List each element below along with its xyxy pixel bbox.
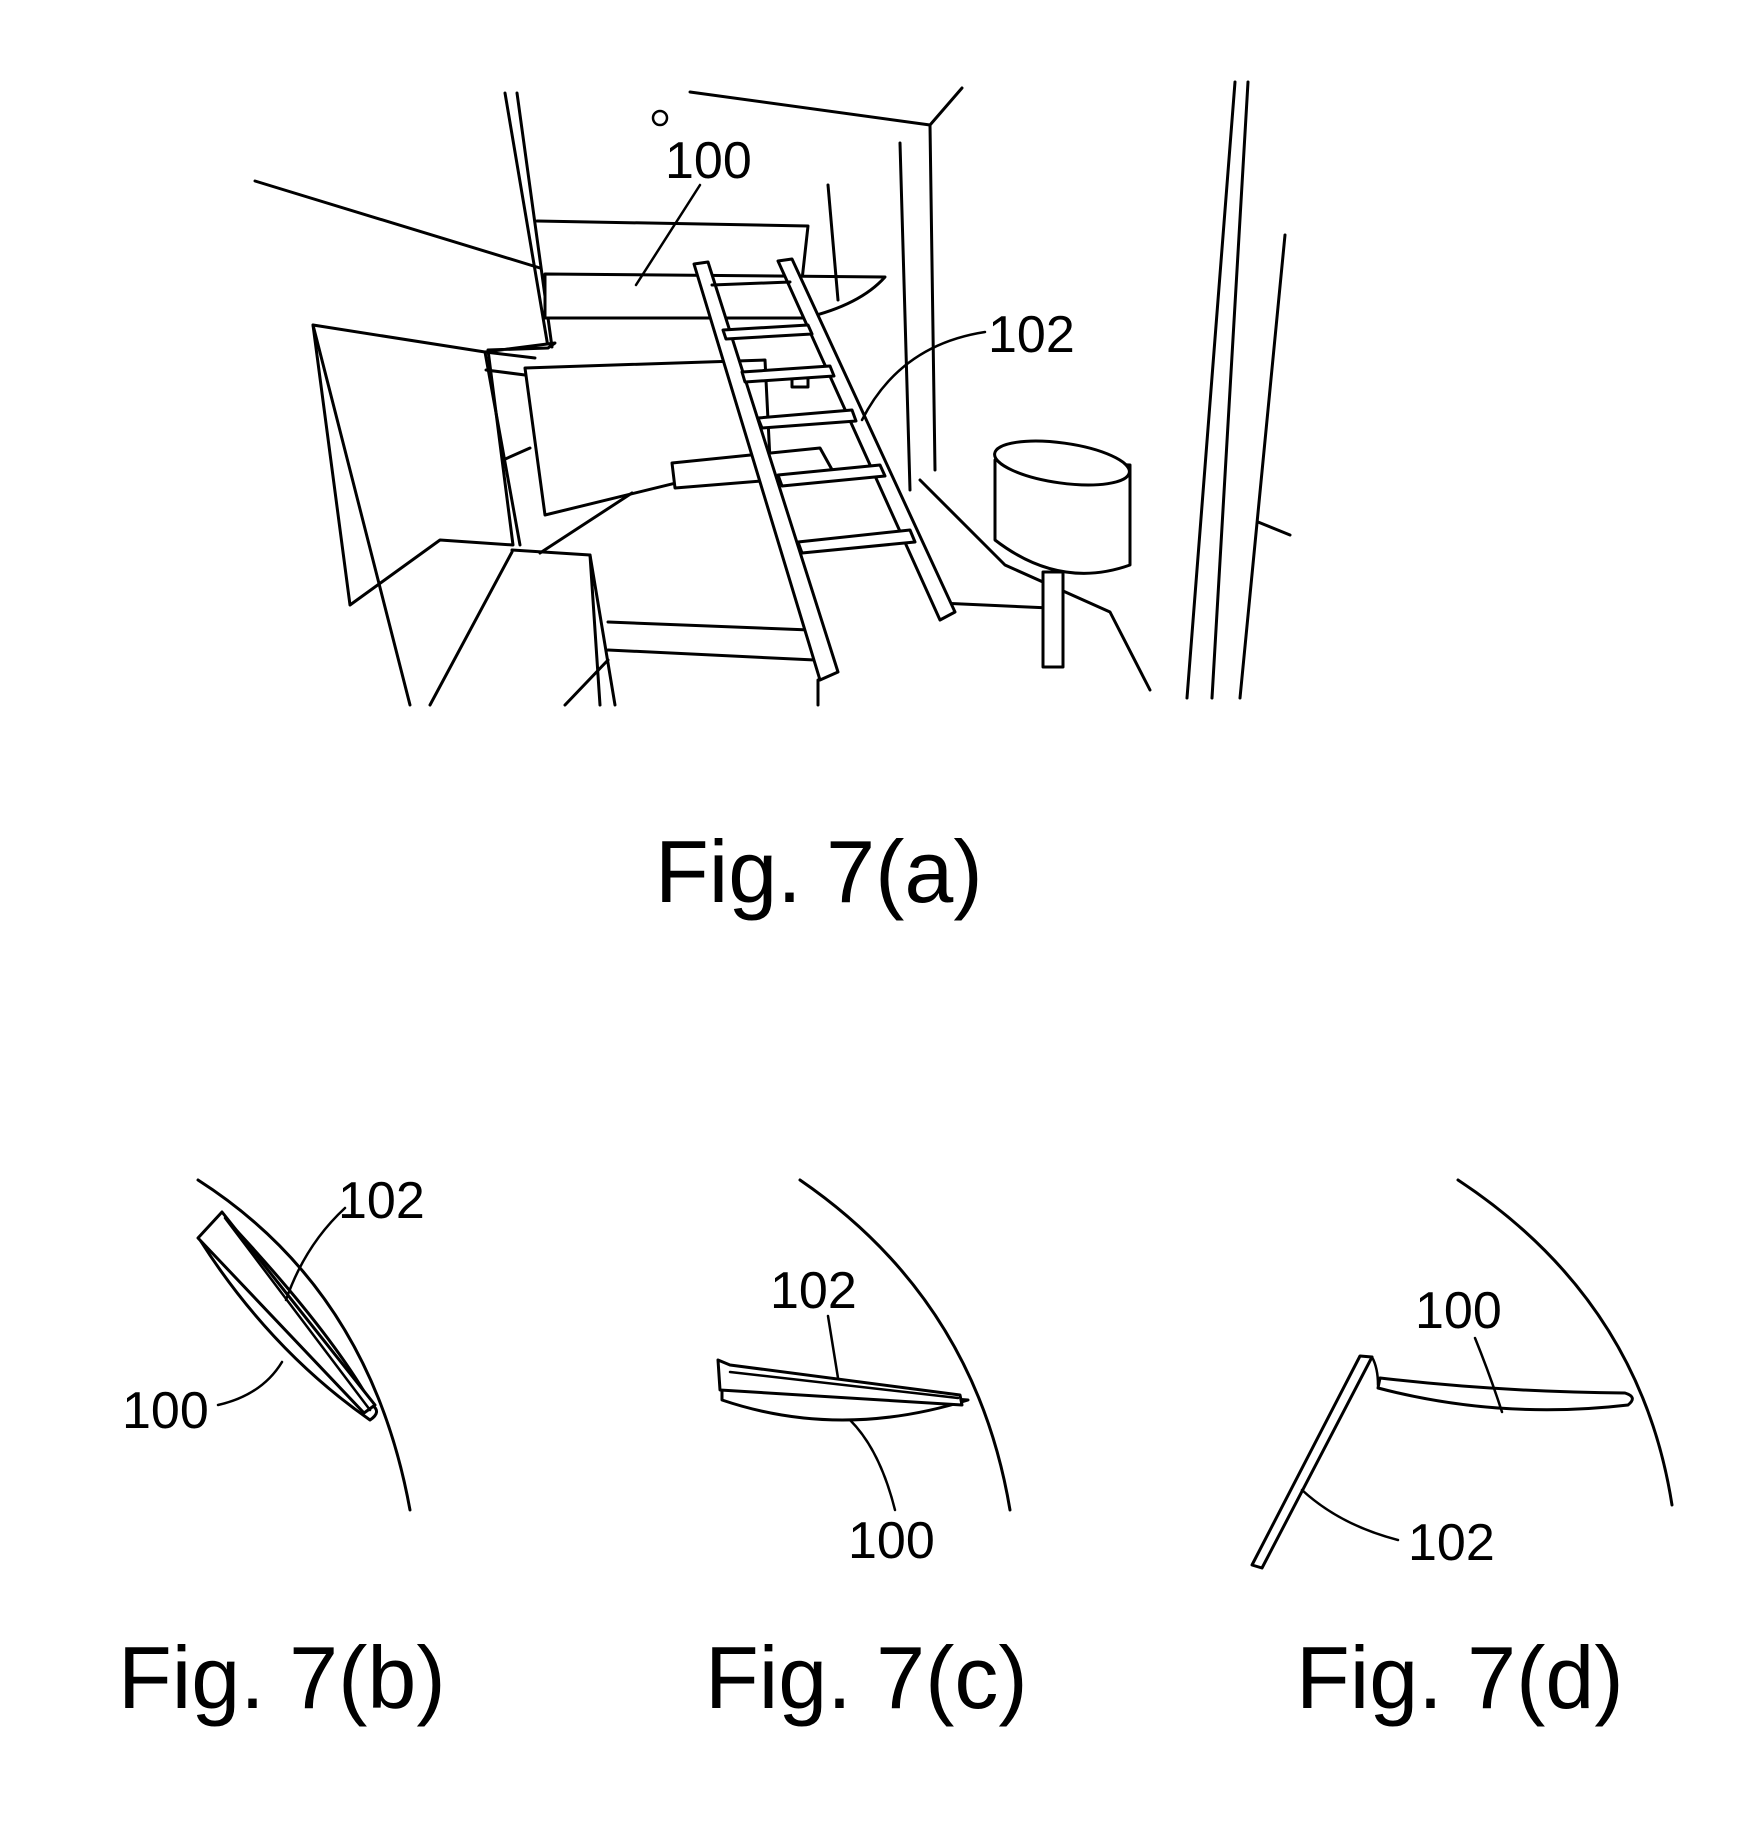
doorway-hinge-mark [1256,520,1292,537]
fig-7d-hatch-100 [1376,1376,1634,1412]
cabinet-front-edge-inner [588,553,602,707]
fig-7a-caption: Fig. 7(a) [655,822,983,921]
fig-7b-ladder-inner-edge [223,1216,372,1412]
cabinet-base-diagonal [563,658,610,707]
ceiling-back-line [688,90,932,127]
fig-7b-boundary-arc [196,1178,412,1512]
fig-7d-ladder-102 [1250,1354,1374,1570]
fig-7a-ref-100-label: 100 [665,132,752,190]
back-door-frame [826,183,840,302]
cabinet-diagonal [428,550,514,707]
floor-edge-left [538,491,634,555]
left-wall-inner [483,350,522,547]
ladder-rung-4 [756,408,858,430]
fig-7d-ref-100-label: 100 [1415,1282,1502,1340]
fig-7c-ref-102-leader [826,1314,840,1380]
ladder-rung-5 [776,463,887,488]
doorway-frame-2 [1210,80,1250,700]
fig-7a-ref-100-leader [634,183,702,287]
ref-origin-marker [651,109,669,127]
floor-rear-line [938,601,1052,610]
fig-7a-ref-102-label: 102 [988,306,1075,364]
left-wall-top-ledge [483,350,537,360]
ceiling-corner [928,86,964,127]
fig-7d-detail: 100 102 Fig. 7(d) [1250,1178,1674,1727]
ceiling-edge-line [253,179,542,270]
fig-7d-caption: Fig. 7(d) [1296,1628,1624,1727]
fig-7b-ladder-102 [196,1210,377,1415]
fig-7b-caption: Fig. 7(b) [118,1628,446,1727]
ladder-left-rail [692,260,840,682]
ladder-rung-2 [721,323,814,341]
fig-7c-ladder-inner-edge [728,1370,960,1400]
ledge-a [484,368,527,377]
lamp-stem [1041,570,1065,669]
right-wall-frame-a [898,141,912,492]
fig-7d-ref-102-leader [1300,1488,1400,1542]
fig-7d-hinge-curl [1370,1355,1380,1387]
fig-7b-ref-100-label: 100 [122,1382,209,1440]
fig-7d-boundary-arc [1456,1178,1674,1507]
fig-7d-ref-102-label: 102 [1408,1514,1495,1572]
fig-7b-ref-100-leader [216,1360,284,1407]
door-frame-left-outer [503,91,550,349]
doorway-frame-3 [1238,233,1287,700]
ladder-rung-3 [740,364,836,384]
ladder-rung-6 [796,528,917,555]
lamp-shade-body [993,458,1132,575]
fig-7b-ref-102-leader [284,1206,347,1302]
fig-7c-boundary-arc [798,1178,1012,1512]
cabinet-shelf-bottom [606,648,817,662]
fig-7b-ref-102-label: 102 [338,1172,425,1230]
fig-7c-ref-102-label: 102 [770,1262,857,1320]
ladder-102 [692,257,957,682]
cabinet-shelf-top [606,620,812,632]
right-wall-frame-b [928,123,937,472]
fig-7a-ref-102-leader [860,330,987,422]
fig-7d-ref-100-leader [1473,1336,1504,1414]
fig-7b-detail: 102 100 Fig. 7(b) [118,1172,446,1727]
fig-7c-ladder-102 [716,1358,964,1407]
loft-opening-back [535,219,810,282]
fig-7c-ref-100-label: 100 [848,1512,935,1570]
lamp-shade-top [993,439,1131,487]
ledge-b [501,446,532,462]
left-wall-edge [311,323,412,707]
doorway-frame-1 [1185,80,1237,700]
ladder-rung-1 [710,280,792,287]
fig-7c-ref-100-leader [848,1418,897,1512]
fig-7c-detail: 102 100 Fig. 7(c) [705,1178,1028,1727]
fig-7a-scene: 100 102 Fig. 7(a) [253,80,1292,921]
fig-7c-caption: Fig. 7(c) [705,1628,1028,1727]
